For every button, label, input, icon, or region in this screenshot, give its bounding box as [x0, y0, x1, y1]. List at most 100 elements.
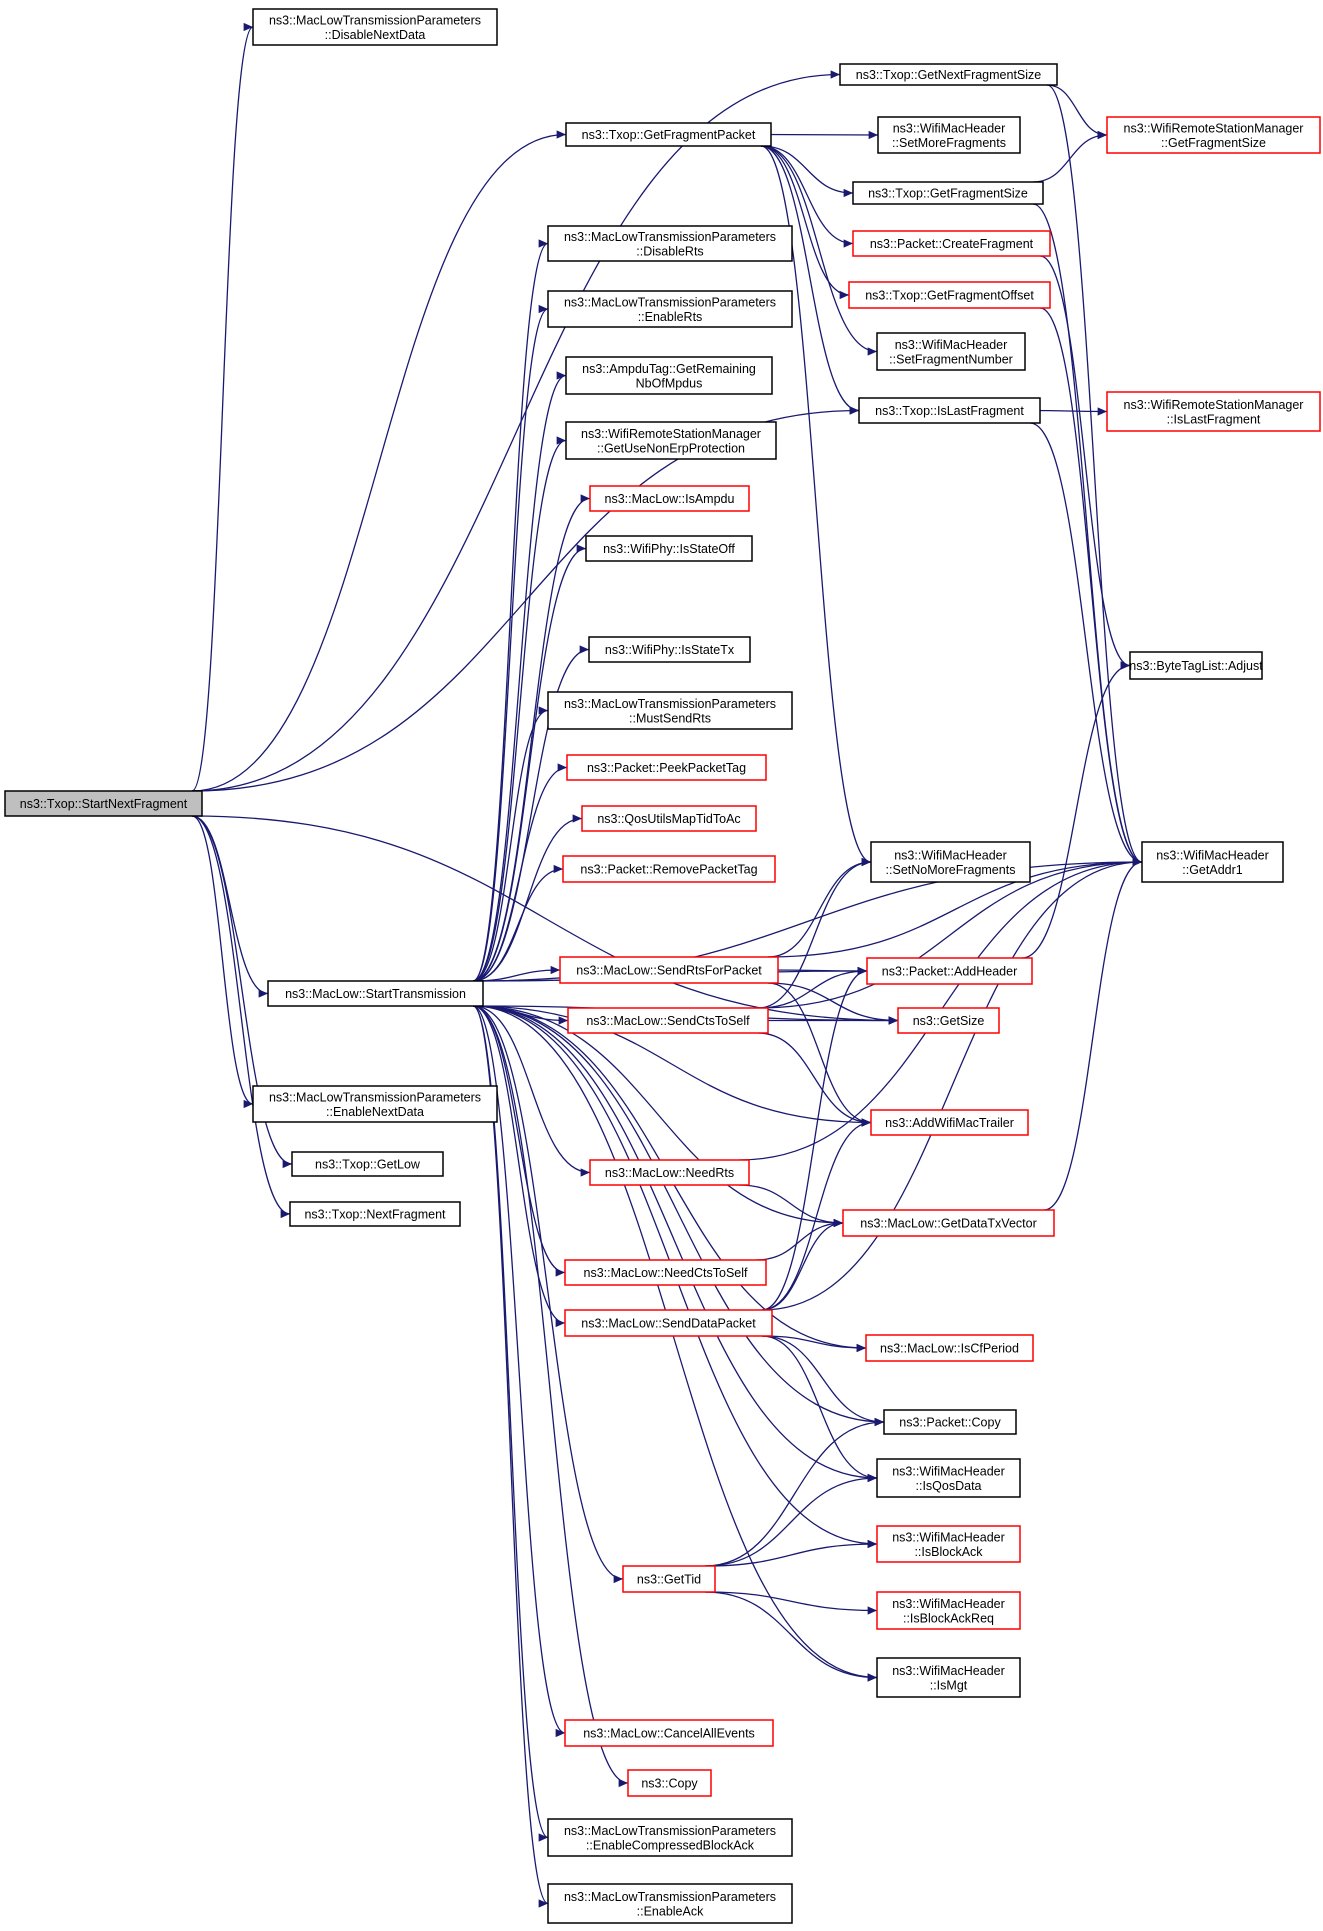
node-disableNextData[interactable]: ns3::MacLowTransmissionParameters::Disab…	[252, 8, 498, 46]
node-box-needCtsToSelf[interactable]	[564, 1259, 767, 1286]
node-box-isQosData[interactable]	[876, 1458, 1021, 1498]
node-box-enableCompressedBlockAck[interactable]	[547, 1818, 793, 1857]
node-box-ampduRemaining[interactable]	[565, 356, 773, 395]
node-getSize[interactable]: ns3::GetSize	[897, 1007, 1000, 1034]
node-box-sendCtsToSelf[interactable]	[567, 1007, 769, 1034]
node-box-getUseNonErp[interactable]	[565, 421, 777, 460]
node-box-nextFragment[interactable]	[289, 1201, 461, 1227]
node-box-peekPacketTag[interactable]	[566, 754, 767, 781]
node-removePacketTag[interactable]: ns3::Packet::RemovePacketTag	[562, 855, 776, 883]
node-packetCopy[interactable]: ns3::Packet::Copy	[883, 1409, 1017, 1435]
node-enableRts[interactable]: ns3::MacLowTransmissionParameters::Enabl…	[547, 290, 793, 328]
node-sendRtsForPacket[interactable]: ns3::MacLow::SendRtsForPacket	[559, 956, 779, 984]
node-box-addWifiMacTrailer[interactable]	[870, 1109, 1029, 1136]
node-box-cancelAllEvents[interactable]	[564, 1719, 774, 1747]
node-isCfPeriod[interactable]: ns3::MacLow::IsCfPeriod	[865, 1334, 1034, 1362]
node-peekPacketTag[interactable]: ns3::Packet::PeekPacketTag	[566, 754, 767, 781]
node-addHeader[interactable]: ns3::Packet::AddHeader	[866, 957, 1033, 985]
node-getTid[interactable]: ns3::GetTid	[622, 1565, 716, 1593]
node-isStateTx[interactable]: ns3::WifiPhy::IsStateTx	[588, 636, 751, 663]
node-needCtsToSelf[interactable]: ns3::MacLow::NeedCtsToSelf	[564, 1259, 767, 1286]
node-box-qosMapTid[interactable]	[581, 805, 757, 832]
node-box-isStateTx[interactable]	[588, 636, 751, 663]
node-isMgt[interactable]: ns3::WifiMacHeader::IsMgt	[876, 1657, 1021, 1698]
node-enableNextData[interactable]: ns3::MacLowTransmissionParameters::Enabl…	[252, 1085, 498, 1123]
node-getUseNonErp[interactable]: ns3::WifiRemoteStationManager::GetUseNon…	[565, 421, 777, 460]
node-box-isMgt[interactable]	[876, 1657, 1021, 1698]
node-box-isAmpdu[interactable]	[589, 485, 750, 512]
node-box-setFragmentNumber[interactable]	[876, 332, 1026, 371]
node-box-isLastFragment[interactable]	[858, 397, 1041, 424]
node-isStateOff[interactable]: ns3::WifiPhy::IsStateOff	[585, 535, 753, 562]
node-isBlockAck[interactable]: ns3::WifiMacHeader::IsBlockAck	[876, 1525, 1021, 1563]
node-sendDataPacket[interactable]: ns3::MacLow::SendDataPacket	[564, 1309, 773, 1337]
node-getAddr1[interactable]: ns3::WifiMacHeader::GetAddr1	[1141, 841, 1284, 883]
node-byteTagAdjust[interactable]: ns3::ByteTagList::Adjust	[1129, 651, 1263, 680]
node-box-isCfPeriod[interactable]	[865, 1334, 1034, 1362]
node-box-setNoMoreFragments[interactable]	[870, 841, 1031, 883]
node-box-packetCopy[interactable]	[883, 1409, 1017, 1435]
node-isQosData[interactable]: ns3::WifiMacHeader::IsQosData	[876, 1458, 1021, 1498]
node-createFragment[interactable]: ns3::Packet::CreateFragment	[852, 230, 1051, 257]
node-addWifiMacTrailer[interactable]: ns3::AddWifiMacTrailer	[870, 1109, 1029, 1136]
node-box-getFragmentOffset[interactable]	[848, 281, 1051, 309]
node-mustSendRts[interactable]: ns3::MacLowTransmissionParameters::MustS…	[547, 691, 793, 730]
node-box-getNextFragmentSize[interactable]	[839, 63, 1058, 86]
node-isBlockAckReq[interactable]: ns3::WifiMacHeader::IsBlockAckReq	[876, 1591, 1021, 1630]
node-box-copy[interactable]	[627, 1769, 712, 1797]
node-box-getFragmentSize[interactable]	[852, 181, 1044, 205]
node-box-startTransmission[interactable]	[267, 980, 484, 1007]
node-getDataTxVector[interactable]: ns3::MacLow::GetDataTxVector	[842, 1209, 1055, 1237]
node-box-wrsmGetFragmentSize[interactable]	[1106, 116, 1321, 154]
node-box-getTid[interactable]	[622, 1565, 716, 1593]
node-box-root[interactable]	[4, 790, 203, 817]
node-box-disableNextData[interactable]	[252, 8, 498, 46]
node-wrsmGetFragmentSize[interactable]: ns3::WifiRemoteStationManager::GetFragme…	[1106, 116, 1321, 154]
node-box-disableRts[interactable]	[547, 225, 793, 262]
node-box-sendRtsForPacket[interactable]	[559, 956, 779, 984]
node-box-enableNextData[interactable]	[252, 1085, 498, 1123]
node-txopGetLow[interactable]: ns3::Txop::GetLow	[291, 1151, 444, 1177]
node-box-removePacketTag[interactable]	[562, 855, 776, 883]
node-box-txopGetLow[interactable]	[291, 1151, 444, 1177]
node-nextFragment[interactable]: ns3::Txop::NextFragment	[289, 1201, 461, 1227]
node-box-mustSendRts[interactable]	[547, 691, 793, 730]
node-box-enableAck[interactable]	[547, 1883, 793, 1924]
node-enableCompressedBlockAck[interactable]: ns3::MacLowTransmissionParameters::Enabl…	[547, 1818, 793, 1857]
node-box-getDataTxVector[interactable]	[842, 1209, 1055, 1237]
node-startTransmission[interactable]: ns3::MacLow::StartTransmission	[267, 980, 484, 1007]
node-getNextFragmentSize[interactable]: ns3::Txop::GetNextFragmentSize	[839, 63, 1058, 86]
node-box-isBlockAck[interactable]	[876, 1525, 1021, 1563]
node-getFragmentPacket[interactable]: ns3::Txop::GetFragmentPacket	[565, 122, 772, 147]
node-enableAck[interactable]: ns3::MacLowTransmissionParameters::Enabl…	[547, 1883, 793, 1924]
node-box-setMoreFragments[interactable]	[877, 116, 1021, 154]
node-setNoMoreFragments[interactable]: ns3::WifiMacHeader::SetNoMoreFragments	[870, 841, 1031, 883]
node-isLastFragment[interactable]: ns3::Txop::IsLastFragment	[858, 397, 1041, 424]
node-box-createFragment[interactable]	[852, 230, 1051, 257]
node-root[interactable]: ns3::Txop::StartNextFragment	[4, 790, 203, 817]
node-box-wrsmIsLastFragment[interactable]	[1106, 391, 1321, 432]
node-box-isStateOff[interactable]	[585, 535, 753, 562]
node-disableRts[interactable]: ns3::MacLowTransmissionParameters::Disab…	[547, 225, 793, 262]
node-isAmpdu[interactable]: ns3::MacLow::IsAmpdu	[589, 485, 750, 512]
node-setFragmentNumber[interactable]: ns3::WifiMacHeader::SetFragmentNumber	[876, 332, 1026, 371]
node-box-getFragmentPacket[interactable]	[565, 122, 772, 147]
node-box-getSize[interactable]	[897, 1007, 1000, 1034]
node-setMoreFragments[interactable]: ns3::WifiMacHeader::SetMoreFragments	[877, 116, 1021, 154]
node-box-addHeader[interactable]	[866, 957, 1033, 985]
node-box-needRts[interactable]	[589, 1159, 750, 1186]
node-box-getAddr1[interactable]	[1141, 841, 1284, 883]
node-getFragmentSize[interactable]: ns3::Txop::GetFragmentSize	[852, 181, 1044, 205]
node-qosMapTid[interactable]: ns3::QosUtilsMapTidToAc	[581, 805, 757, 832]
node-cancelAllEvents[interactable]: ns3::MacLow::CancelAllEvents	[564, 1719, 774, 1747]
node-sendCtsToSelf[interactable]: ns3::MacLow::SendCtsToSelf	[567, 1007, 769, 1034]
node-box-byteTagAdjust[interactable]	[1129, 651, 1263, 680]
node-copy[interactable]: ns3::Copy	[627, 1769, 712, 1797]
node-wrsmIsLastFragment[interactable]: ns3::WifiRemoteStationManager::IsLastFra…	[1106, 391, 1321, 432]
node-needRts[interactable]: ns3::MacLow::NeedRts	[589, 1159, 750, 1186]
node-getFragmentOffset[interactable]: ns3::Txop::GetFragmentOffset	[848, 281, 1051, 309]
node-box-sendDataPacket[interactable]	[564, 1309, 773, 1337]
node-box-isBlockAckReq[interactable]	[876, 1591, 1021, 1630]
node-box-enableRts[interactable]	[547, 290, 793, 328]
